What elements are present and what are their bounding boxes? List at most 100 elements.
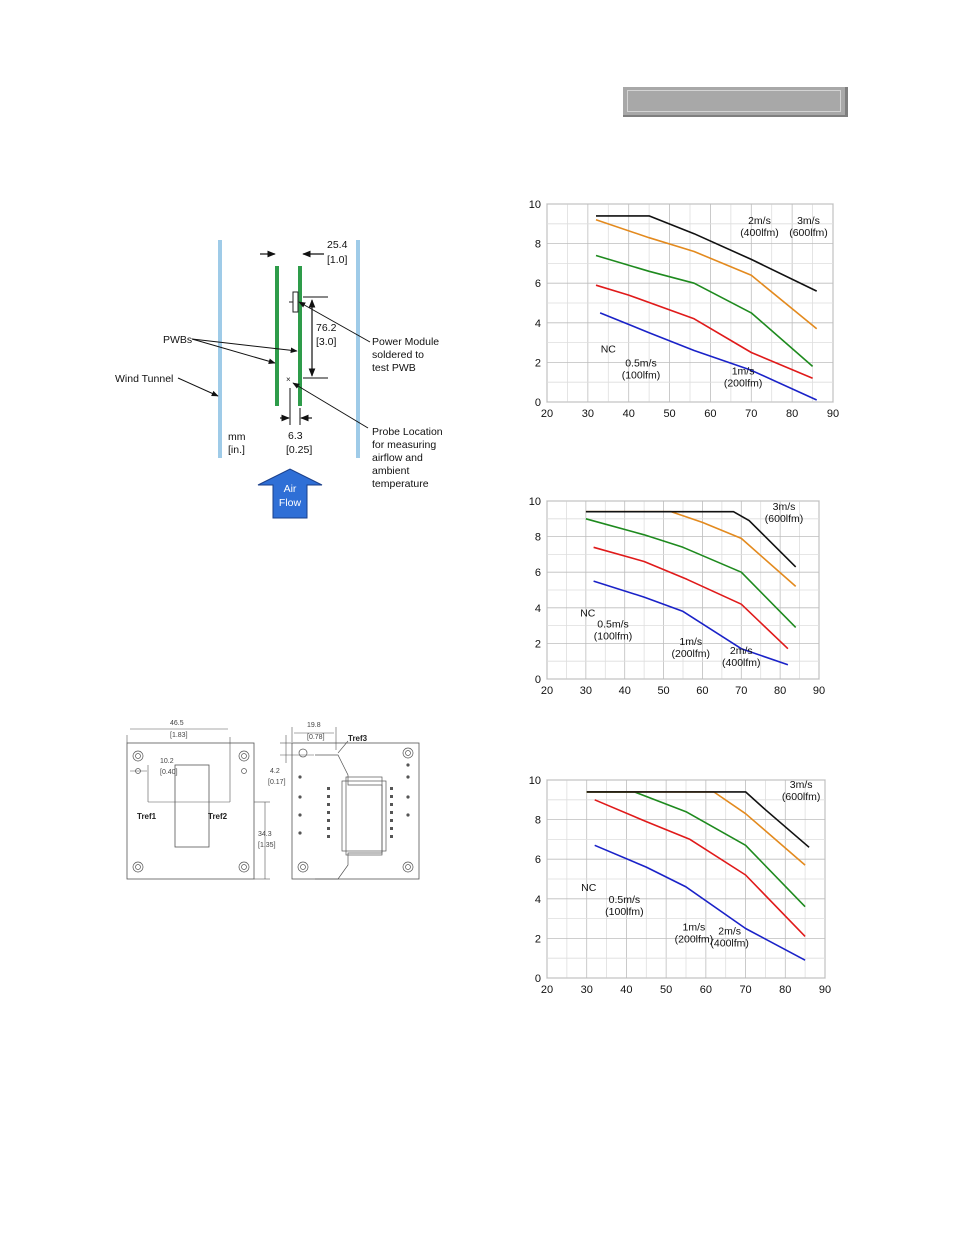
- y-tick-label: 4: [535, 603, 541, 615]
- annotation-label: 0.5m/s: [609, 894, 641, 906]
- units-mm: mm: [228, 431, 246, 443]
- tref1-label: Tref1: [137, 812, 157, 821]
- label-probe-1: Probe Location: [372, 426, 443, 438]
- annotation-label: (100lfm): [594, 630, 633, 642]
- dim-width: 46.5: [170, 720, 184, 727]
- dim-width-in: [1.83]: [170, 732, 188, 739]
- test-setup-diagram: × 25.4 [1.0] 76.2 [3.0] 6.3 [0.25] PWBs …: [115, 239, 443, 519]
- label-pwbs: PWBs: [163, 334, 192, 346]
- label-power-module-3: test PWB: [372, 362, 416, 374]
- thermal-reference-drawing: 46.5 [1.83] 10.2 [0.40] Tref1 Tref2 34.3…: [126, 720, 420, 880]
- x-tick-label: 80: [774, 685, 786, 697]
- y-tick-label: 2: [535, 638, 541, 650]
- x-tick-label: 30: [581, 984, 593, 996]
- x-tick-label: 40: [619, 685, 631, 697]
- annotation-label: (400lfm): [740, 227, 779, 239]
- annotation-label: 2m/s: [748, 215, 771, 227]
- y-tick-label: 6: [535, 278, 541, 290]
- series-line-0: [599, 312, 818, 401]
- label-power-module: Power Module: [372, 336, 439, 348]
- y-tick-label: 10: [529, 199, 541, 211]
- annotation-label: 3m/s: [773, 501, 796, 513]
- series-line-4: [596, 215, 818, 292]
- x-tick-label: 90: [813, 685, 825, 697]
- annotation-label: (100lfm): [622, 369, 661, 381]
- dim-tref3-x-in: [0.78]: [307, 734, 325, 741]
- label-probe-4: ambient: [372, 465, 409, 477]
- series-line-2: [585, 518, 797, 628]
- airflow-label-2: Flow: [279, 497, 302, 509]
- annotation-label: NC: [581, 882, 597, 894]
- x-tick-label: 50: [663, 408, 675, 420]
- annotation-label: (600lfm): [789, 227, 828, 239]
- x-tick-label: 70: [739, 984, 751, 996]
- series-line-1: [593, 546, 789, 650]
- annotation-label: 0.5m/s: [597, 618, 629, 630]
- module-outline-right: [291, 742, 420, 880]
- y-tick-label: 4: [535, 894, 541, 906]
- annotation-label: (100lfm): [605, 906, 644, 918]
- annotation-label: (400lfm): [710, 937, 749, 949]
- label-power-module-2: soldered to: [372, 349, 424, 361]
- x-tick-label: 60: [700, 984, 712, 996]
- annotation-label: 2m/s: [730, 645, 753, 657]
- dim-tref3-y: 4.2: [270, 768, 280, 775]
- y-tick-label: 2: [535, 933, 541, 945]
- dim-height-rotated: 34.3: [258, 831, 272, 838]
- annotation-label: 2m/s: [718, 925, 741, 937]
- tref3-label: Tref3: [348, 734, 368, 743]
- x-tick-label: 20: [541, 408, 553, 420]
- tref2-label: Tref2: [208, 812, 228, 821]
- y-tick-label: 6: [535, 854, 541, 866]
- annotation-label: (400lfm): [722, 657, 761, 669]
- dim-tref3-x: 19.8: [307, 722, 321, 729]
- label-probe-3: airflow and: [372, 452, 423, 464]
- y-tick-label: 0: [535, 397, 541, 409]
- x-tick-label: 50: [660, 984, 672, 996]
- dim-probe-in: [0.25]: [286, 444, 312, 456]
- x-tick-label: 70: [735, 685, 747, 697]
- dim-spacing: 25.4: [327, 239, 348, 251]
- series-line-4: [585, 510, 797, 568]
- dim-height-rotated-in: [1.35]: [258, 842, 276, 849]
- annotation-label: (600lfm): [765, 513, 804, 525]
- y-tick-label: 0: [535, 674, 541, 686]
- label-probe-5: temperature: [372, 478, 429, 490]
- annotation-label: (200lfm): [724, 377, 763, 389]
- annotation-label: 0.5m/s: [625, 357, 657, 369]
- y-tick-label: 8: [535, 815, 541, 827]
- y-tick-label: 0: [535, 973, 541, 985]
- dim-height-in: [3.0]: [316, 336, 337, 348]
- dim-tref1-x-in: [0.40]: [160, 769, 178, 776]
- x-tick-label: 90: [819, 984, 831, 996]
- annotation-label: (200lfm): [672, 648, 711, 660]
- annotation-label: 1m/s: [683, 921, 706, 933]
- probe-marker: ×: [286, 375, 291, 384]
- y-tick-label: 2: [535, 357, 541, 369]
- x-tick-label: 20: [541, 685, 553, 697]
- airflow-label-1: Air: [284, 483, 297, 495]
- annotation-label: 1m/s: [732, 365, 755, 377]
- y-tick-label: 6: [535, 567, 541, 579]
- series-line-3: [595, 219, 818, 330]
- annotation-label: (600lfm): [782, 791, 821, 803]
- series-line-0: [593, 580, 789, 666]
- y-tick-label: 10: [529, 496, 541, 508]
- annotation-label: 1m/s: [679, 636, 702, 648]
- x-tick-label: 90: [827, 408, 839, 420]
- label-probe-2: for measuring: [372, 439, 436, 451]
- x-tick-label: 60: [704, 408, 716, 420]
- dim-tref1-x: 10.2: [160, 758, 174, 765]
- x-tick-label: 70: [745, 408, 757, 420]
- x-tick-label: 30: [582, 408, 594, 420]
- series-line-4: [586, 791, 810, 848]
- x-tick-label: 30: [580, 685, 592, 697]
- y-tick-label: 4: [535, 318, 541, 330]
- x-tick-label: 40: [620, 984, 632, 996]
- x-tick-label: 80: [779, 984, 791, 996]
- x-tick-label: 20: [541, 984, 553, 996]
- annotation-label: 3m/s: [797, 215, 820, 227]
- header-bar: [623, 87, 848, 117]
- y-tick-label: 8: [535, 532, 541, 544]
